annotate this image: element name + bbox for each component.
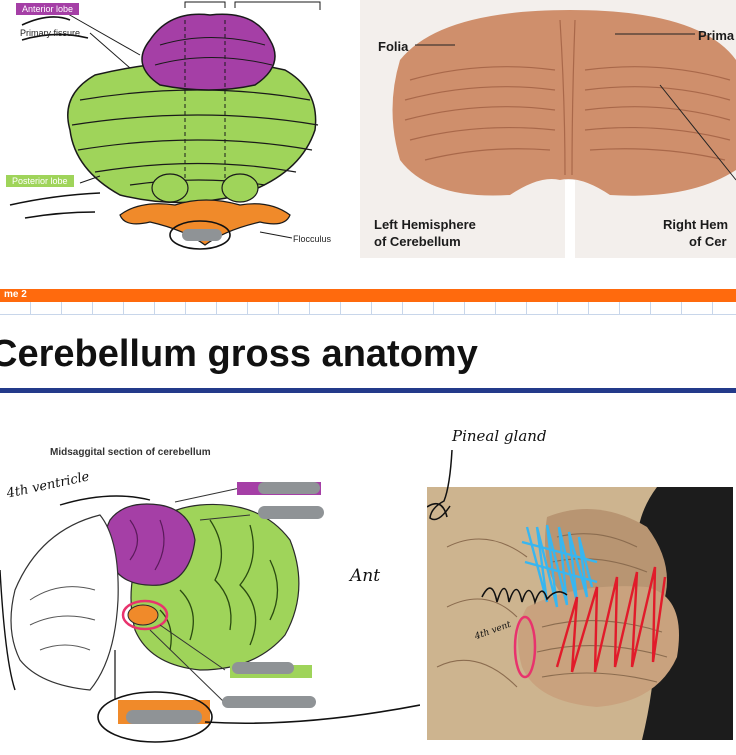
cerebellum-lobes-illustration [9, 1, 321, 250]
posterior-lobe-label: Posterior lobe [6, 175, 74, 187]
slide-title: Cerebellum gross anatomy [0, 333, 478, 375]
primary-fissure-photo-label: Prima [698, 28, 735, 43]
folia-label: Folia [378, 39, 409, 54]
right-hemisphere-label-1: Right Hem [663, 217, 728, 232]
redacted-nodulus-label [126, 710, 202, 724]
midsagittal-caption: Midsaggital section of cerebellum [50, 447, 211, 458]
flocculus-label: Flocculus [293, 234, 332, 244]
redacted-nodule-label [182, 229, 222, 241]
cerebellum-photo-top: Folia Prima Left Hemisphere of Cerebellu… [360, 0, 736, 258]
slide-tab-label: me 2 [4, 289, 27, 300]
title-rule [0, 388, 736, 393]
midsagittal-diagram [0, 460, 421, 750]
redacted-posterior-label [232, 662, 294, 674]
redacted-anterior-label [258, 482, 320, 494]
slide-ruler [0, 302, 736, 315]
brain-specimen-image [427, 487, 733, 740]
annotation-anterior: Ant [350, 566, 381, 586]
cerebellum-specimen-image [360, 0, 736, 258]
midsagittal-photo [427, 487, 733, 740]
annotation-pineal-gland: Pineal gland [452, 427, 547, 445]
cerebellum-lobes-diagram: Anterior lobe Primary fissure Posterior … [0, 0, 345, 258]
redacted-primary-fissure-label [258, 506, 324, 519]
right-hemisphere-label-2: of Cer [689, 234, 727, 249]
anterior-lobe-label: Anterior lobe [16, 3, 80, 15]
primary-fissure-label: Primary fissure [20, 28, 81, 38]
left-hemisphere-label-2: of Cerebellum [374, 234, 461, 249]
left-hemisphere-label-1: Left Hemisphere [374, 217, 476, 232]
redacted-fissure-label [222, 696, 316, 708]
annotation-pineal-pointer [426, 446, 466, 526]
slide-header-bar: me 2 [0, 289, 736, 302]
midsagittal-illustration [0, 482, 421, 743]
